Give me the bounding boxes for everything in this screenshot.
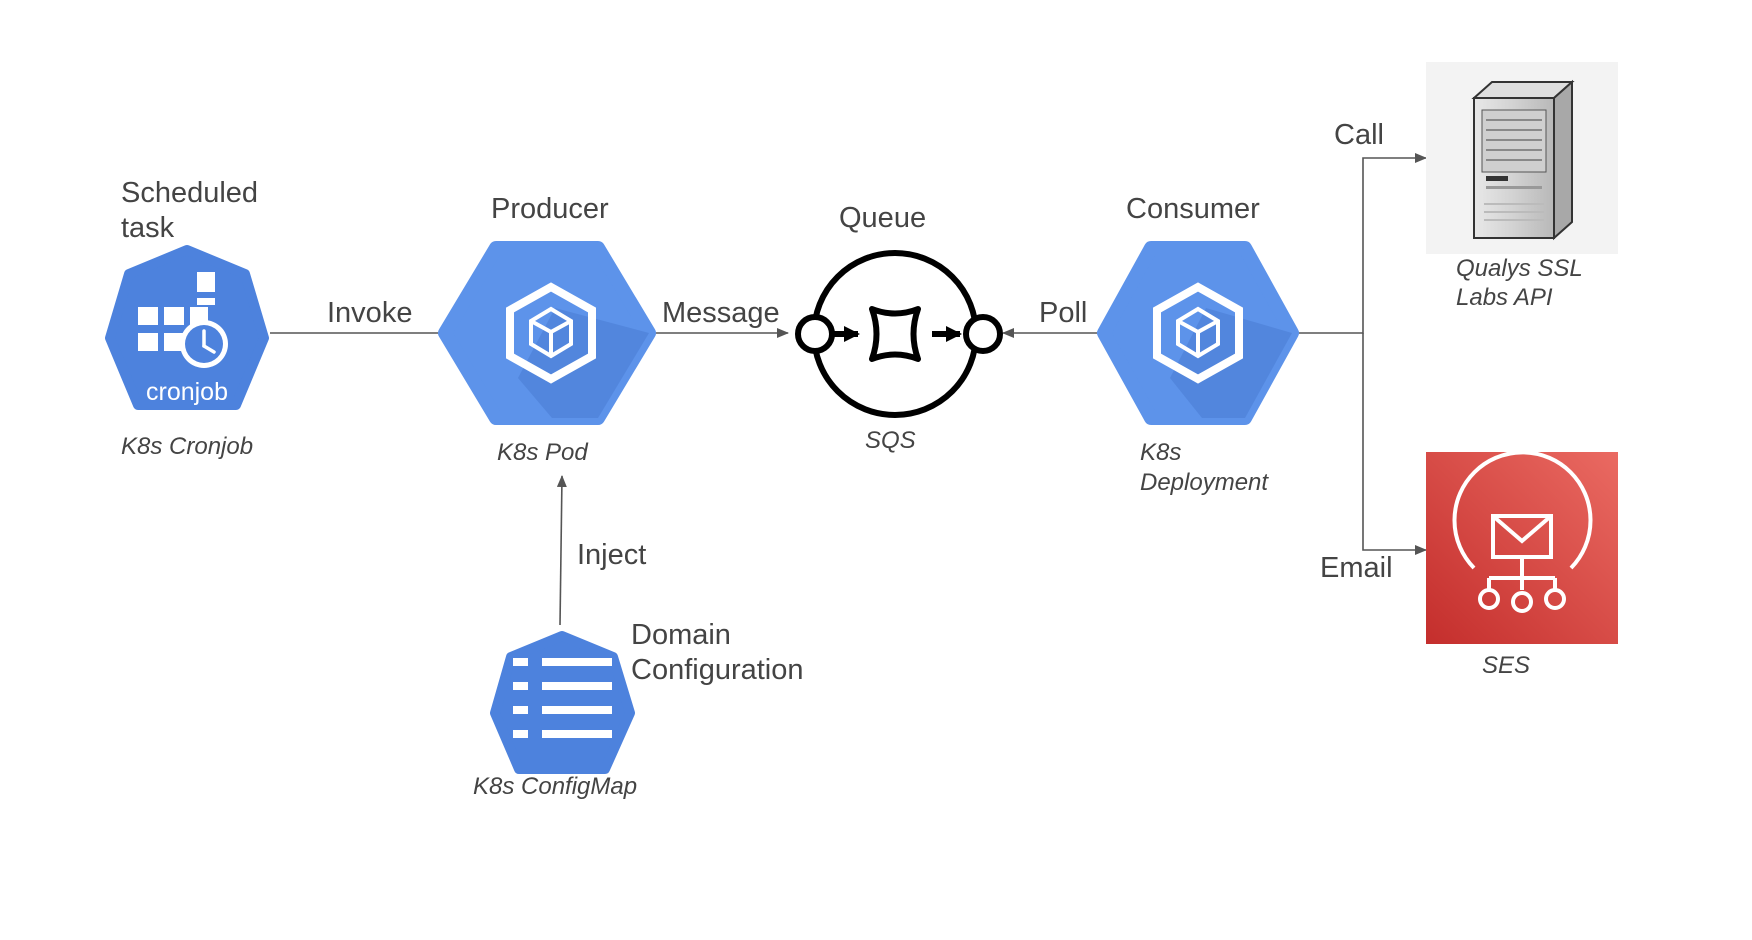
consumer-heading: Consumer (1126, 193, 1260, 225)
server-tower-icon (1426, 62, 1618, 254)
email-label: Email (1320, 552, 1393, 584)
cronjob-heading-line2: task (121, 212, 175, 244)
inject-arrow (556, 475, 567, 626)
producer-heading: Producer (491, 193, 609, 225)
email-connector (1362, 333, 1427, 555)
configmap-heading-line1: Domain (631, 619, 731, 651)
cronjob-icon-text: cronjob (146, 378, 228, 406)
queue-heading: Queue (839, 202, 927, 234)
message-queue-icon (795, 250, 1003, 418)
call-connector (1296, 153, 1427, 334)
message-label: Message (662, 297, 780, 329)
deployment-cube-icon (1097, 241, 1299, 425)
queue-caption: SQS (865, 427, 916, 454)
call-label: Call (1334, 119, 1384, 151)
inject-label: Inject (577, 539, 647, 571)
cronjob-icon: cronjob (105, 245, 269, 410)
consumer-caption-line2: Deployment (1140, 469, 1269, 496)
configmap-heading-line2: Configuration (631, 654, 804, 686)
cronjob-caption: K8s Cronjob (121, 433, 254, 460)
qualys-caption-line2: Labs API (1456, 284, 1553, 311)
consumer-caption-line1: K8s (1140, 439, 1182, 466)
qualys-caption-line1: Qualys SSL (1456, 255, 1583, 282)
pod-cube-icon (438, 241, 656, 425)
cronjob-heading-line1: Scheduled (121, 177, 259, 209)
configmap-icon (490, 631, 635, 774)
configmap-caption: K8s ConfigMap (473, 773, 638, 800)
producer-caption: K8s Pod (497, 439, 588, 466)
poll-label: Poll (1039, 297, 1088, 329)
email-service-icon (1426, 450, 1618, 644)
ses-caption: SES (1482, 652, 1531, 679)
invoke-label: Invoke (327, 297, 413, 329)
